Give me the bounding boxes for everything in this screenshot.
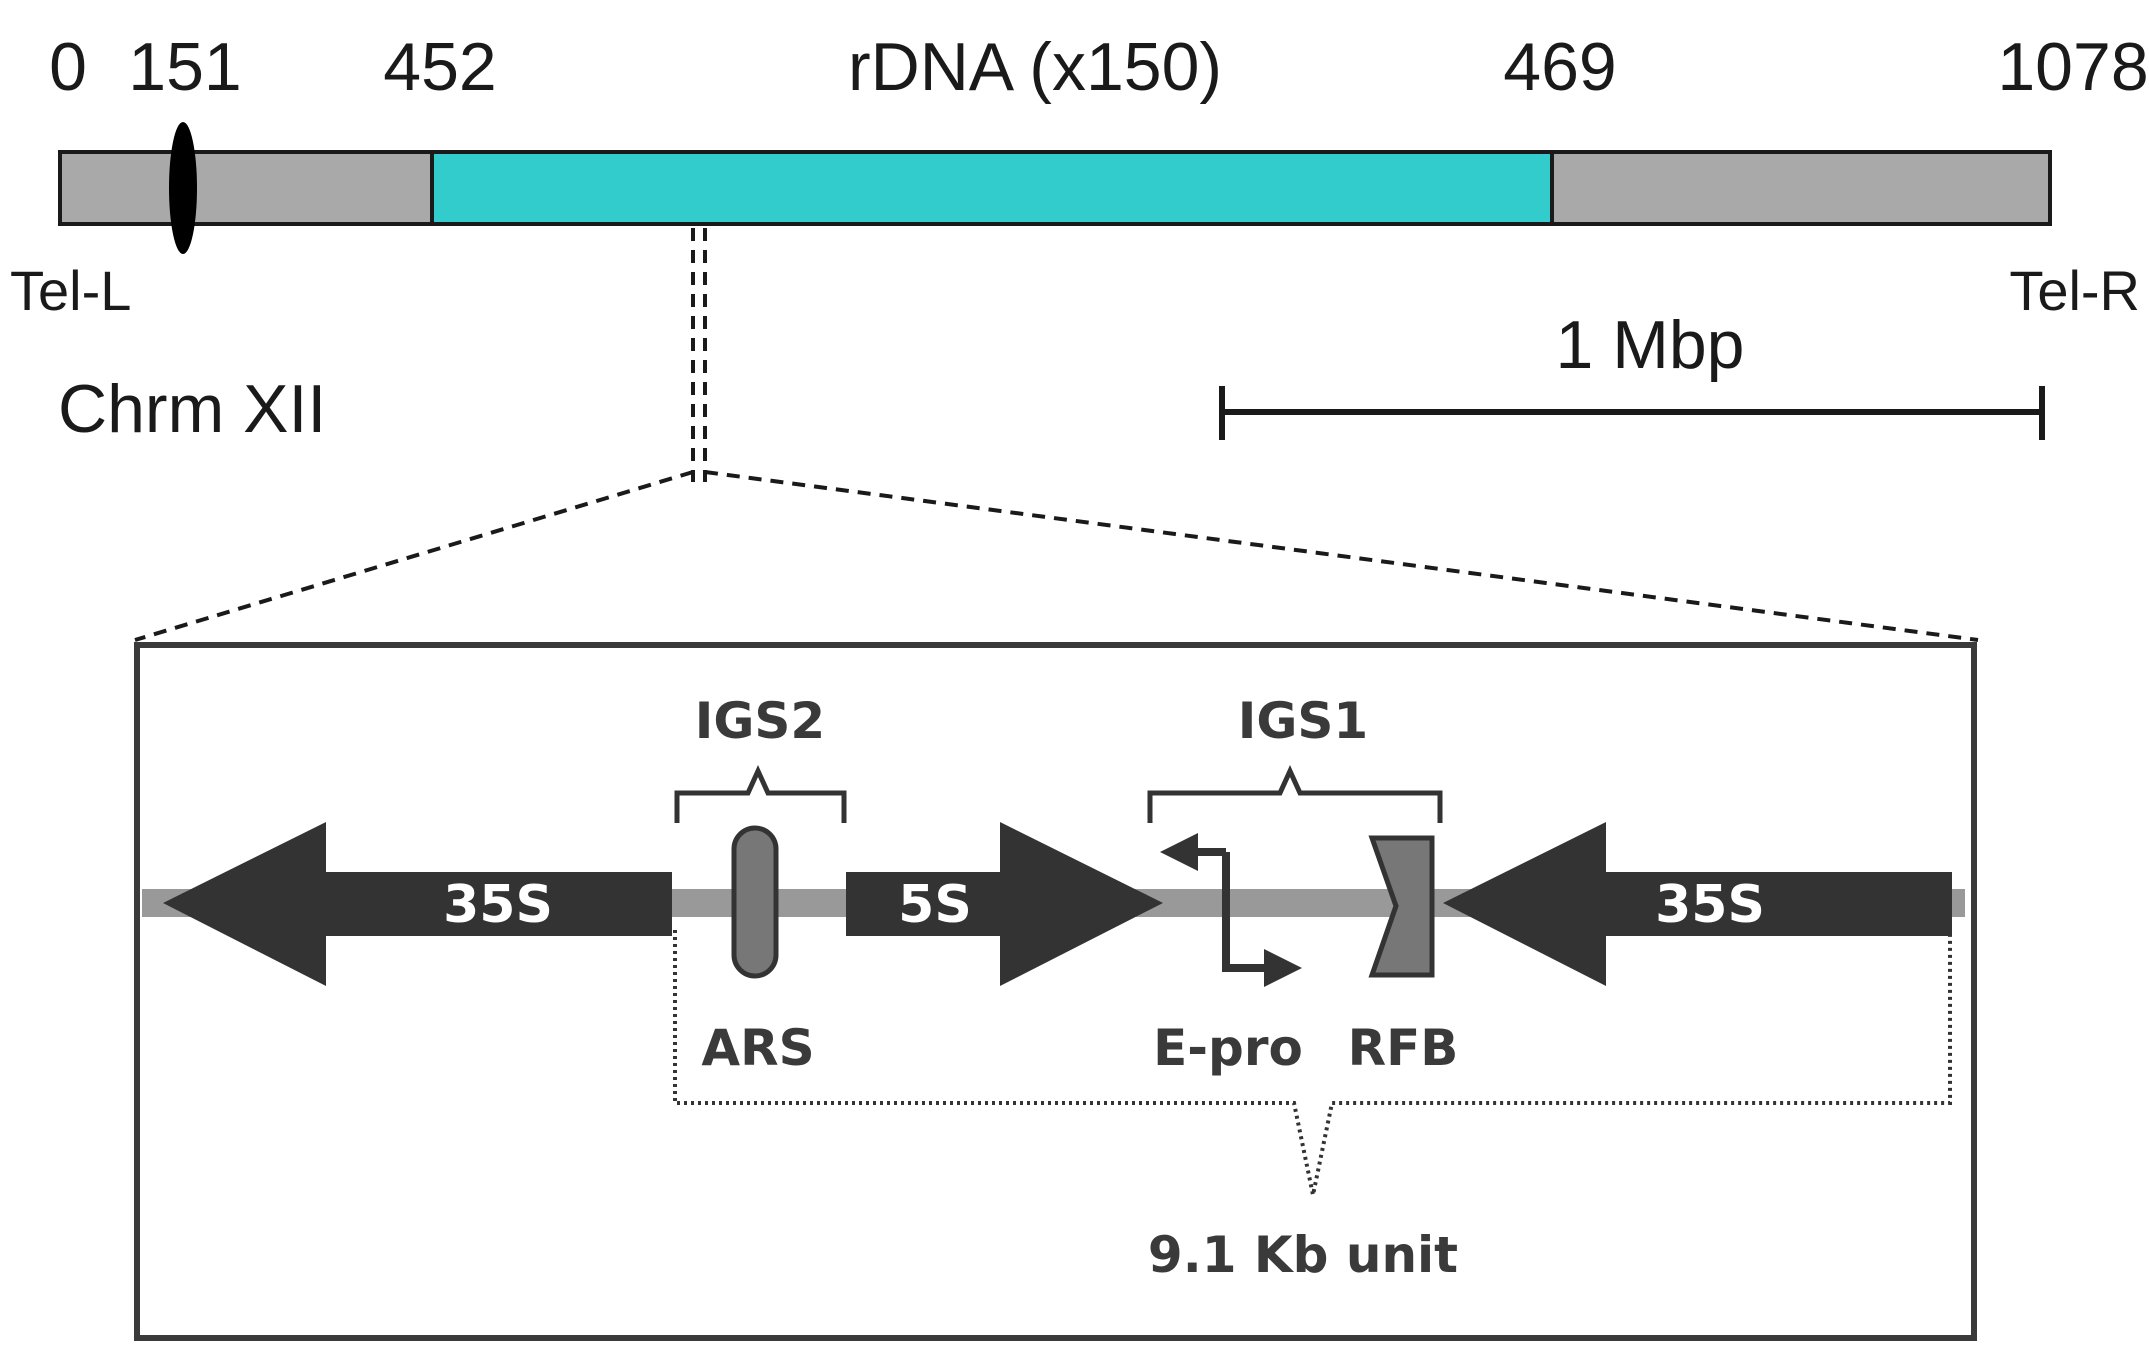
igs1-label: IGS1 [1238,692,1368,750]
position-label-151: 151 [128,29,241,105]
35s-left-arrow [163,822,672,986]
centromere [169,122,197,254]
35s-left-label: 35S [443,875,553,935]
tel-right-label: Tel-R [2009,259,2140,322]
rfb-label: RFB [1348,1019,1459,1077]
igs1-bracket [1147,764,1443,823]
35s-right-arrow [1443,822,1952,986]
chromosome-name: Chrm XII [58,371,326,447]
position-label-1078: 1078 [1997,29,2148,105]
ars-marker [731,825,779,979]
unit-bracket [673,930,1952,1196]
scale-bar [1219,386,2045,440]
rdna-region [430,150,1554,226]
chromosome-right-arm [1550,150,2052,226]
zoom-connector [134,228,1979,642]
35s-right-label: 35S [1655,875,1765,935]
e-pro-arrowhead-left [1160,833,1198,871]
igs2-bracket [674,764,847,823]
rdna-label: rDNA (x150) [848,29,1222,105]
igs2-label: IGS2 [695,692,825,750]
position-label-452: 452 [383,29,496,105]
ars-label: ARS [701,1019,814,1077]
tel-left-label: Tel-L [10,259,131,322]
5s-label: 5S [898,875,972,935]
e-pro-arrowhead-right [1264,949,1302,987]
chromosome-left-arm [58,150,434,226]
rfb-marker [1368,835,1435,978]
unit-size-label: 9.1 Kb unit [1148,1226,1458,1284]
position-label-469: 469 [1503,29,1616,105]
position-label-0: 0 [49,29,87,105]
scale-bar-label: 1 Mbp [1556,307,1745,383]
e-pro-label: E-pro [1153,1019,1303,1077]
rdna-unit-box [134,642,1977,1341]
5s-arrow [846,822,1163,986]
chromosome-bar [58,122,2052,254]
